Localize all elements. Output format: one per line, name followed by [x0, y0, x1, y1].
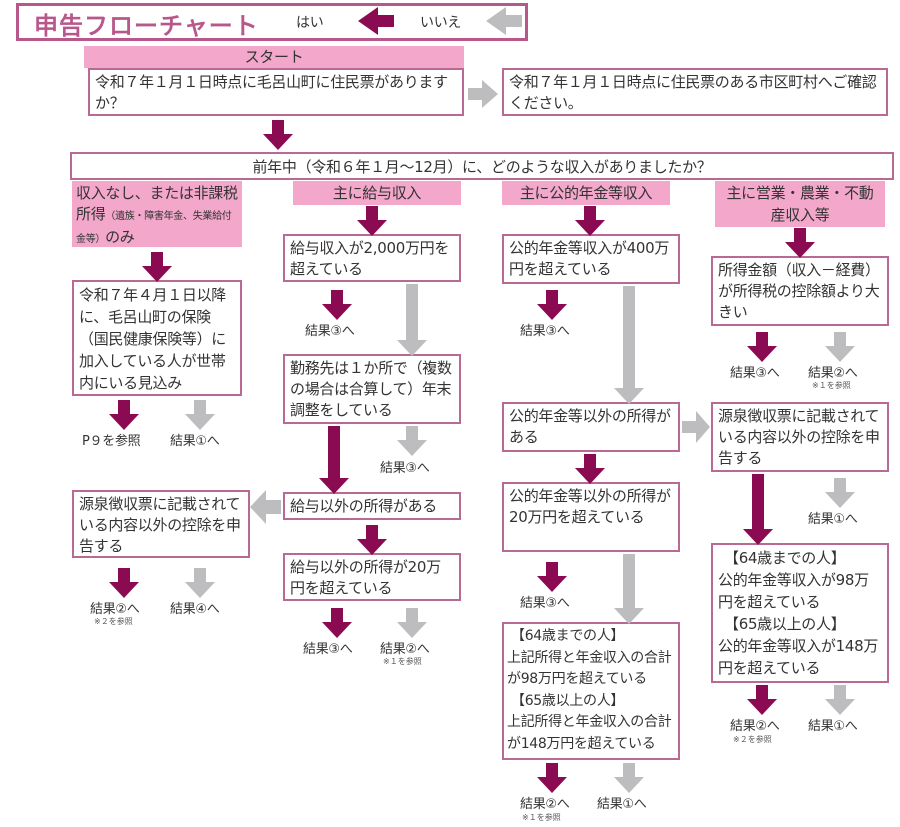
business-q1-no-arrow [825, 332, 855, 362]
pension-q3-yes-arrow [537, 562, 567, 592]
page-title: 申告フローチャート [34, 12, 259, 40]
business-q2-yes-arrow [747, 685, 777, 715]
pension-q3-no-shaft [623, 554, 635, 598]
business-q1-box: 所得金額（収入－経費）が所得税の控除額より大きい [711, 256, 889, 326]
start-yes-arrow [263, 120, 293, 150]
business-down-arrow [785, 228, 815, 258]
none-deduction-yes-note: ※２を参照 [94, 617, 133, 626]
business-q2-heading-64: 【64歳までの人】 [724, 549, 846, 567]
category-salary: 主に給与収入 [293, 181, 461, 205]
none-deduction-yes: 結果②へ [90, 602, 140, 617]
pension-q4-yes-arrow [537, 763, 567, 793]
salary-q4-box: 給与以外の所得が20万円を超えている [283, 553, 461, 601]
business-q1-no: 結果②へ [808, 366, 858, 381]
none-deduction-box: 源泉徴収票に記載されている内容以外の控除を申告する [72, 490, 250, 558]
pension-q4-text-65: 上記所得と年金収入の合計が148万円を超えている [507, 714, 672, 752]
none-q1-box: 令和７年４月１日以降に、毛呂山町の保険（国民健康保険等）に加入している人が世帯内… [72, 280, 242, 396]
pension-q4-yes-note: ※１を参照 [522, 813, 561, 822]
business-q1-no-note: ※１を参照 [812, 381, 851, 390]
business-q2-box: 【64歳までの人】 公的年金等収入が98万円を超えている 【65歳以上の人】 公… [711, 543, 889, 683]
business-q1-yes: 結果③へ [730, 366, 780, 381]
none-q1-yes-arrow [109, 400, 139, 430]
salary-q3-box: 給与以外の所得がある [283, 492, 461, 520]
salary-q4-no-note: ※１を参照 [383, 657, 422, 666]
pension-q3-yes: 結果③へ [520, 596, 570, 611]
salary-q2-box: 勤務先は１か所で（複数の場合は合算して）年末調整をしている [283, 354, 461, 424]
salary-q1-box: 給与収入が2,000万円を超えている [283, 234, 461, 282]
category-business: 主に営業・農業・不動産収入等 [715, 181, 885, 227]
start-question: 令和７年１月１日時点に毛呂山町に住民票がありますか？ [88, 68, 464, 116]
pension-down-arrow [575, 206, 605, 236]
category-no-income: 収入なし、または非課税所得（遺族・障害年金、失業給付金等）のみ [72, 181, 242, 247]
salary-q2-yes-shaft [328, 426, 340, 476]
business-deduction-yes-shaft [752, 474, 764, 524]
salary-q2-no: 結果③へ [380, 461, 430, 476]
none-deduction-no-arrow [185, 568, 215, 598]
salary-q3-no-arrow [250, 490, 281, 524]
pension-q4-no: 結果①へ [597, 797, 647, 812]
salary-q4-yes: 結果③へ [303, 642, 353, 657]
pension-q4-heading-65: 【65歳以上の人】 [511, 692, 625, 709]
none-deduction-yes-arrow [109, 568, 139, 598]
pension-q4-yes: 結果②へ [520, 797, 570, 812]
salary-q1-yes: 結果③へ [305, 324, 355, 339]
business-q2-no: 結果①へ [808, 719, 858, 734]
category-pension: 主に公的年金等収入 [502, 181, 670, 205]
salary-q3-yes-arrow [357, 525, 387, 555]
start-no-arrow [468, 80, 498, 108]
none-down-arrow [142, 252, 172, 282]
title-frame [16, 3, 528, 41]
business-q1-yes-arrow [747, 332, 777, 362]
pension-q4-text-64: 上記所得と年金収入の合計が98万円を超えている [507, 649, 672, 688]
category-no-income-sub: （遺族・障害年金、失業給付金等） [76, 211, 232, 245]
pension-q1-box: 公的年金等収入が400万円を超えている [502, 234, 680, 284]
pension-q2-yes-arrow [575, 454, 605, 484]
salary-q4-no-arrow [397, 608, 427, 638]
business-q2-heading-65: 【65歳以上の人】 [724, 615, 846, 633]
salary-q2-no-arrow [397, 426, 427, 456]
salary-q4-yes-arrow [322, 608, 352, 638]
business-q2-text-65: 公的年金等収入が148万円を超えている [718, 637, 879, 677]
pension-q4-heading-64: 【64歳までの人】 [511, 628, 625, 644]
legend-no-label: いいえ [420, 15, 462, 31]
business-q2-yes-note: ※２を参照 [733, 735, 772, 744]
legend-yes-label: はい [296, 15, 324, 31]
category-no-income-main: 収入なし、または非課税所得 [76, 184, 238, 223]
salary-q1-no-shaft [406, 284, 418, 328]
business-q2-yes: 結果②へ [730, 719, 780, 734]
business-deduction-no: 結果①へ [808, 512, 858, 527]
none-q1-yes: P９を参照 [82, 434, 141, 449]
start-no-result: 令和７年１月１日時点に住民票のある市区町村へご確認ください。 [502, 68, 888, 116]
business-deduction-no-arrow [825, 478, 855, 508]
pension-q1-yes: 結果③へ [520, 324, 570, 339]
salary-down-arrow [357, 206, 387, 236]
none-deduction-no: 結果④へ [170, 602, 220, 617]
business-q2-no-arrow [825, 685, 855, 715]
pension-q4-no-arrow [614, 763, 644, 793]
start-label: スタート [84, 46, 464, 68]
none-q1-no-arrow [185, 400, 215, 430]
pension-q3-box: 公的年金等以外の所得が20万円を超えている [502, 482, 680, 552]
pension-q4-box: 【64歳までの人】 上記所得と年金収入の合計が98万円を超えている 【65歳以上… [502, 622, 680, 760]
business-deduction-box: 源泉徴収票に記載されている内容以外の控除を申告する [711, 402, 889, 472]
none-q1-no: 結果①へ [170, 434, 220, 449]
income-question: 前年中（令和６年１月～12月）に、どのような収入がありましたか？ [70, 152, 894, 180]
category-no-income-tail: のみ [105, 228, 135, 246]
salary-q1-yes-arrow [322, 290, 352, 320]
salary-q4-no: 結果②へ [380, 642, 430, 657]
pension-q2-box: 公的年金等以外の所得がある [502, 402, 680, 452]
pension-q1-no-shaft [623, 286, 635, 376]
title-left-bar [16, 3, 19, 41]
pension-q1-yes-arrow [537, 290, 567, 320]
pension-q2-no-arrow [682, 411, 710, 443]
business-q2-text-64: 公的年金等収入が98万円を超えている [718, 571, 869, 611]
